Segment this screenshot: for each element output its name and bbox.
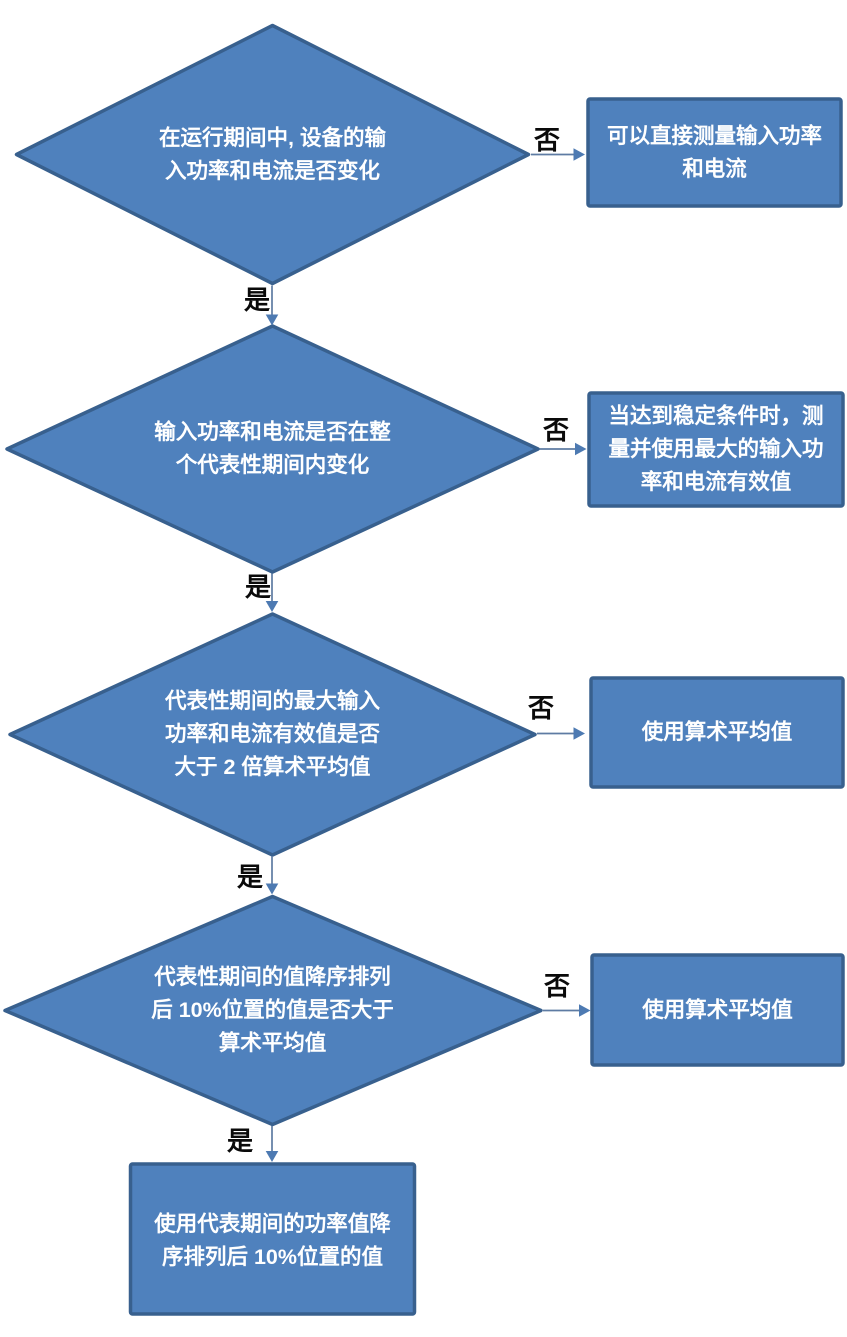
edge-yes-3-label: 是 xyxy=(236,862,264,892)
edge-no-2-label: 否 xyxy=(542,415,570,445)
process-no-4-rect xyxy=(590,953,845,1067)
edge-no-4-arrow xyxy=(543,1004,591,1017)
decision-4-diamond xyxy=(3,894,543,1127)
process-no-1-rect xyxy=(586,97,843,208)
edge-yes-2-arrow xyxy=(265,573,279,612)
edge-no-3-label: 否 xyxy=(527,693,555,723)
edge-yes-1-label: 是 xyxy=(243,285,271,315)
edge-yes-4-label: 是 xyxy=(226,1126,254,1156)
edge-no-4-label: 否 xyxy=(543,971,571,1001)
edge-no-1-label: 否 xyxy=(533,125,561,155)
decision-3-diamond xyxy=(8,612,537,857)
edge-no-1-arrow xyxy=(531,148,585,161)
edge-yes-2-label: 是 xyxy=(244,572,272,602)
edge-no-3-arrow xyxy=(537,727,585,740)
edge-yes-4-arrow xyxy=(265,1126,279,1162)
process-final-rect xyxy=(128,1162,417,1316)
process-no-2-rect xyxy=(587,391,845,508)
decision-2-diamond xyxy=(5,324,540,574)
edge-yes-1-arrow xyxy=(265,285,279,326)
edge-yes-3-arrow xyxy=(265,856,279,895)
decision-1-diamond xyxy=(14,23,531,286)
edge-no-2-arrow xyxy=(539,442,587,456)
process-no-3-rect xyxy=(589,676,845,789)
